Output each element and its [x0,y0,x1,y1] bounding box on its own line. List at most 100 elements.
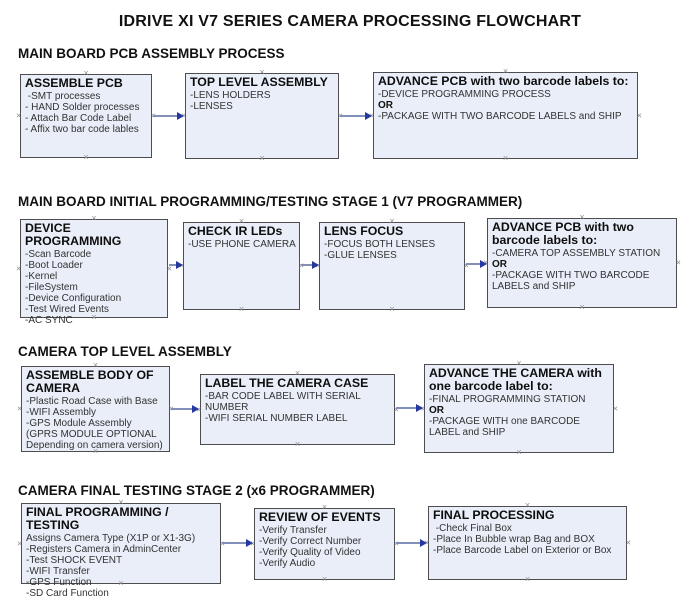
page-title: IDRIVE XI V7 SERIES CAMERA PROCESSING FL… [118,13,582,30]
node-title: FINAL PROCESSING [433,508,555,522]
flow-arrow [222,539,253,547]
node-item: Depending on camera version) [26,440,163,451]
node-lens-focus[interactable]: × × × × LENS FOCUS -FOCUS BOTH LENSES-GL… [315,217,469,314]
section-heading-camera-top-assembly: CAMERA TOP LEVEL ASSEMBLY [18,344,232,359]
node-item: -Verify Correct Number [259,536,362,547]
connection-point-icon: × [16,110,22,121]
node-item-list: -SMT processes- HAND Solder processes- A… [25,91,148,135]
flow-arrow [466,260,487,268]
connection-point-icon: × [625,537,631,548]
node-label-camera-case[interactable]: × × × × LABEL THE CAMERA CASE -BAR CODE … [196,369,399,449]
node-item: -Kernel [25,271,58,282]
connection-point-icon: × [636,110,642,120]
node-item: OR [378,100,393,111]
flow-arrow [340,112,372,120]
node-item-list: -FOCUS BOTH LENSES-GLUE LENSES [324,239,461,261]
node-review-of-events[interactable]: × × × × REVIEW OF EVENTS -Verify Transfe… [250,503,399,584]
node-item: -Place Barcode Label on Exterior or Box [433,545,612,556]
node-title: TOP LEVEL ASSEMBLY [190,75,328,89]
node-item: -CAMERA TOP ASSEMBLY STATION [492,248,661,259]
node-item: -Test SHOCK EVENT [26,555,123,566]
node-item-list: -Check Final Box-Place In Bubble wrap Ba… [433,523,623,556]
connection-point-icon: × [502,153,509,163]
node-item: -LENS HOLDERS [190,90,271,101]
section-heading-initial-programming: MAIN BOARD INITIAL PROGRAMMING/TESTING S… [18,194,523,209]
node-check-ir-leds[interactable]: × × × × CHECK IR LEDs -USE PHONE CAMERA [179,217,304,314]
node-item: -FINAL PROGRAMMING STATION [429,394,586,405]
connection-point-icon: × [294,439,301,449]
node-item-list: -BAR CODE LABEL WITH SERIAL NUMBER-WIFI … [205,391,391,424]
flow-arrow [301,261,319,269]
connection-point-icon: × [579,302,585,312]
node-item: -GLUE LENSES [324,250,397,261]
node-item: -Registers Camera in AdminCenter [26,544,182,555]
node-item: -Device Configuration [25,293,122,304]
node-title: REVIEW OF EVENTS [259,510,381,524]
node-assemble-pcb[interactable]: × × × × ASSEMBLE PCB -SMT processes- HAN… [16,69,156,162]
node-item: -Place In Bubble wrap Bag and BOX [433,534,595,545]
node-item: -DEVICE PROGRAMMING PROCESS [378,89,551,100]
node-item-list: -Plastic Road Case with Base-WIFI Assemb… [26,396,166,451]
flow-arrow [169,261,183,269]
node-advance-pcb-to-programming[interactable]: × × × × ADVANCE PCB with two barcode lab… [369,67,642,163]
node-assemble-body-of-camera[interactable]: × × × × ASSEMBLE BODY OF CAMERA -Plastic… [17,361,174,456]
connection-point-icon: × [516,447,522,457]
node-item: -Check Final Box [433,523,512,534]
node-top-level-assembly[interactable]: × × × × TOP LEVEL ASSEMBLY -LENS HOLDERS… [181,68,343,163]
node-title: ADVANCE PCB with two barcode labels to: [492,220,634,247]
node-item: -GPS Function [26,577,92,588]
node-item: (GPRS MODULE OPTIONAL [26,429,157,440]
node-item: -Scan Barcode [25,249,92,260]
node-title: LABEL THE CAMERA CASE [205,376,369,390]
node-item: -BAR CODE LABEL WITH SERIAL NUMBER [205,391,364,413]
node-advance-camera[interactable]: × × × × ADVANCE THE CAMERA with one barc… [420,359,618,457]
node-final-programming-testing[interactable]: × × × × FINAL PROGRAMMING / TESTING Assi… [17,498,225,600]
node-title: DEVICE PROGRAMMING [25,221,122,248]
node-title: ASSEMBLE BODY OF CAMERA [26,368,154,395]
node-item: -Verify Transfer [259,525,327,536]
connection-point-icon: × [238,304,245,314]
node-item: -WIFI Transfer [26,566,90,577]
node-item: - Attach Bar Code Label [25,113,132,124]
node-item: - Affix two bar code lables [25,124,139,135]
node-item: Assigns Camera Type (X1P or X1-3G) [26,533,196,544]
node-item: OR [492,259,507,270]
node-item: -WIFI Assembly [26,407,97,418]
connection-point-icon: × [259,153,265,163]
node-item: -Boot Loader [25,260,83,271]
section-heading-pcb-assembly: MAIN BOARD PCB ASSEMBLY PROCESS [18,46,285,61]
connection-point-icon: × [17,403,23,414]
connection-point-icon: × [83,152,89,162]
node-item: -LENSES [190,101,233,112]
node-item: -Verify Audio [259,558,316,569]
node-advance-pcb-to-camera-top[interactable]: × × × × ADVANCE PCB with two barcode lab… [483,213,681,312]
node-item: - HAND Solder processes [25,102,140,113]
node-item-list: -Scan Barcode-Boot Loader-Kernel-FileSys… [25,249,164,326]
node-item: -FileSystem [25,282,78,293]
connection-point-icon: × [17,538,23,548]
node-title: FINAL PROGRAMMING / TESTING [26,505,169,532]
node-item: -FOCUS BOTH LENSES [324,239,436,250]
connection-point-icon: × [675,257,681,268]
node-item: OR [429,405,444,416]
node-item: -GPS Module Assembly [26,418,132,429]
node-device-programming[interactable]: × × × × DEVICE PROGRAMMING -Scan Barcode… [16,214,172,327]
flow-arrow [396,539,427,547]
node-item: -Verify Quality of Video [259,547,361,558]
node-item: -Plastic Road Case with Base [26,396,158,407]
connection-point-icon: × [91,213,97,223]
node-final-processing[interactable]: × × × × FINAL PROCESSING -Check Final Bo… [424,501,631,584]
node-title: ADVANCE THE CAMERA with one barcode labe… [429,366,602,393]
node-item: -PACKAGE WITH one BARCODE LABEL and SHIP [429,416,583,438]
node-item: -Test Wired Events [25,304,109,315]
node-item: -AC SYNC [25,315,73,326]
node-item-list: Assigns Camera Type (X1P or X1-3G)-Regis… [26,533,217,599]
connection-point-icon: × [321,574,328,584]
node-item: -SD Card Function [26,588,109,599]
flow-arrow [153,112,184,120]
connection-point-icon: × [389,304,395,314]
node-item-list: -LENS HOLDERS-LENSES [190,90,335,112]
node-item: -PACKAGE WITH TWO BARCODE LABELS and SHI… [378,111,622,122]
